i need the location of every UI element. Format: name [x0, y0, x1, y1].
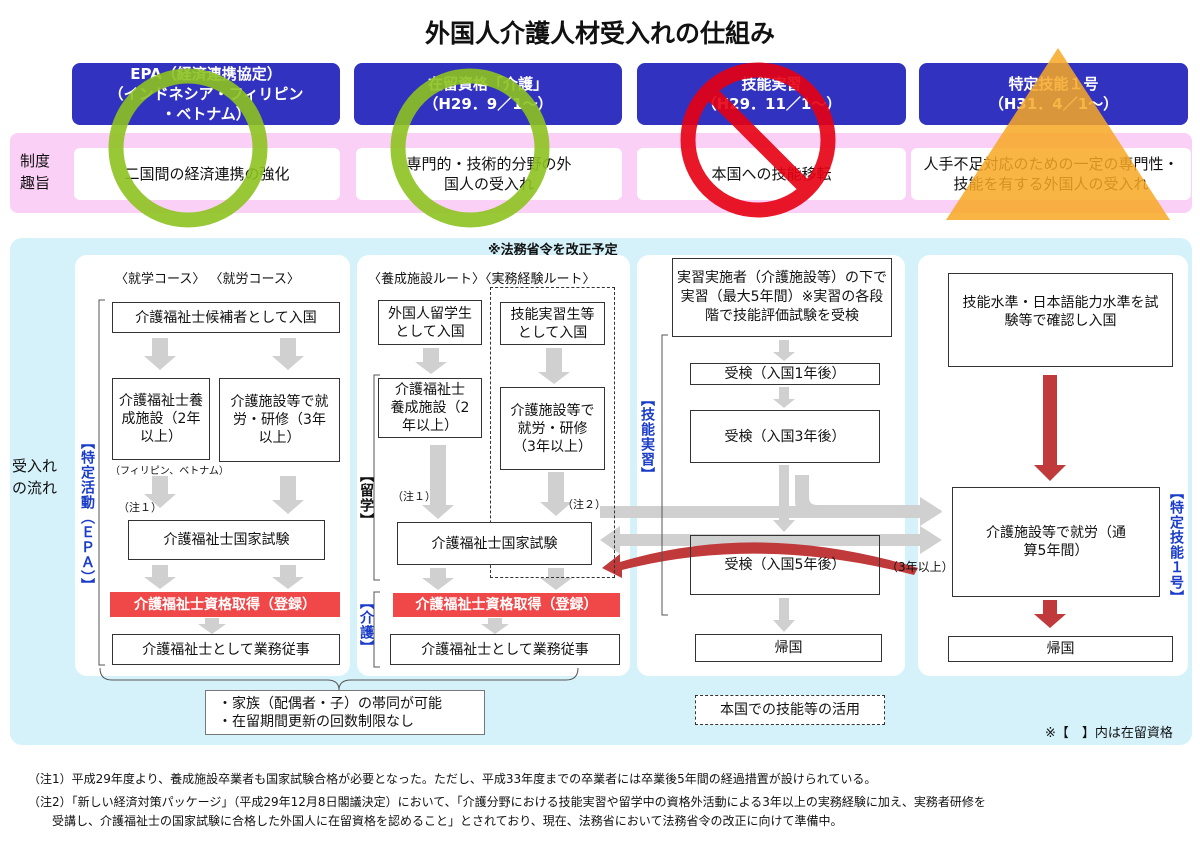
epa-exam: 介護福祉士国家試験 [128, 520, 325, 560]
epa-job: 介護福祉士として業務従事 [112, 634, 340, 665]
flow-label: 受入れの流れ [12, 457, 58, 497]
ginou-status: 【技能実習】 [639, 392, 655, 482]
three-years-label: （3年以上） [886, 560, 954, 574]
footnote-2: （注2）「新しい経済対策パッケージ」（平成29年12月8日閣議決定）において、「… [28, 795, 986, 809]
kaigo-routes: 〈養成施設ルート〉〈実務経験ルート〉 [368, 272, 596, 287]
kaigo-note1: （注１） [392, 490, 436, 503]
footnote-1: （注1）平成29年度より、養成施設卒業者も国家試験合格が必要となった。ただし、平… [28, 772, 877, 786]
status-legend: ※【 】内は在留資格 [1045, 726, 1173, 741]
footnote-2-cont: 受講し、介護福祉士の国家試験に合格した外国人に在留資格を認めること」とされており… [52, 814, 843, 828]
purpose-label: 制度趣旨 [20, 152, 51, 192]
tokutei-entry: 技能水準・日本語能力水準を試験等で確認し入国 [948, 273, 1173, 367]
epa-countries: （フィリピン、ベトナム） [110, 466, 229, 477]
epa-school: 介護福祉士養成施設（2年以上） [112, 378, 210, 460]
ginou-exam3: 受検（入国3年後） [690, 410, 880, 463]
epa-license: 介護福祉士資格取得（登録） [110, 592, 340, 617]
epa-work: 介護施設等で就労・研修（3年以上） [219, 378, 340, 462]
grey-arrows [144, 338, 942, 634]
kaigo-job: 介護福祉士として業務従事 [390, 634, 620, 665]
epa-note1: （注１） [118, 501, 162, 514]
family-box: ・家族（配偶者・子）の帯同が可能・在留期間更新の回数制限なし [205, 690, 485, 735]
epa-entry: 介護福祉士候補者として入国 [112, 302, 340, 333]
page-title: 外国人介護人材受入れの仕組み [424, 19, 775, 48]
ginou-return: 帰国 [695, 634, 882, 662]
epa-courses: 〈就学コース〉 〈就労コース〉 [115, 272, 300, 287]
kaigo-student-entry: 外国人留学生として入国 [378, 300, 482, 345]
kaigo-school: 介護福祉士養成施設（2年以上） [378, 378, 482, 438]
braces [98, 299, 668, 691]
kaigo-work: 介護施設等で就労・研修（3年以上） [500, 387, 605, 470]
family-item: ・家族（配偶者・子）の帯同が可能 [218, 695, 442, 712]
epa-status: 【特定活動（ＥＰＡ）】 [79, 435, 95, 593]
kaigo-trainee-entry: 技能実習生等として入国 [500, 302, 605, 345]
ginou-training: 実習実施者（介護施設等）の下で実習（最大5年間）※実習の各段階で技能評価試験を受… [672, 258, 892, 337]
practical-route-frame [490, 287, 615, 578]
home-use-box: 本国での技能等の活用 [695, 695, 885, 725]
kaigo-status-study: 【留学】 [358, 468, 374, 528]
kaigo-note2: （注２） [562, 498, 606, 511]
tokutei-work: 介護施設等で就労（通算5年間） [952, 487, 1160, 597]
kaigo-exam: 介護福祉士国家試験 [397, 522, 592, 565]
family-item: ・在留期間更新の回数制限なし [218, 713, 414, 730]
tokutei-return: 帰国 [948, 636, 1173, 662]
kaigo-license: 介護福祉士資格取得（登録） [393, 593, 620, 617]
kaigo-status-care: 【介護】 [358, 595, 374, 655]
ministry-note: ※法務省令を改正予定 [488, 243, 618, 258]
red-arrows [602, 375, 1066, 628]
tokutei-status: 【特定技能１号】 [1168, 485, 1184, 605]
ginou-exam1: 受検（入国1年後） [690, 363, 880, 385]
ginou-exam5: 受検（入国5年後） [690, 535, 880, 595]
